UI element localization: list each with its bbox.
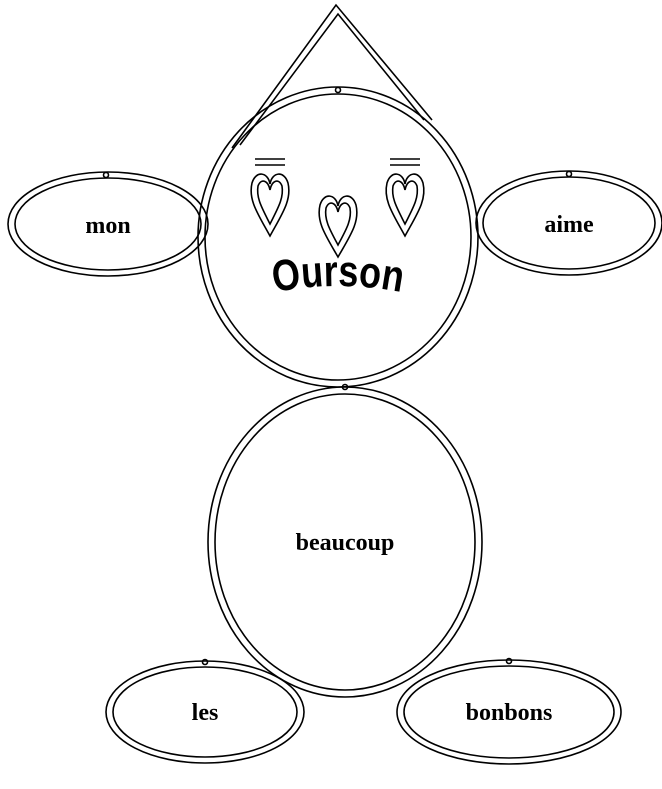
body-label: beaucoup <box>296 530 395 556</box>
head <box>197 86 479 388</box>
right-eye-heart-icon <box>385 158 425 238</box>
right-arm-label: aime <box>544 212 594 238</box>
hanging-string <box>231 3 433 149</box>
left-arm-label: mon <box>85 213 130 239</box>
right-foot: bonbons <box>396 657 622 765</box>
left-arm: mon <box>7 171 209 277</box>
left-eye-heart-icon <box>250 158 290 238</box>
right-foot-label: bonbons <box>466 700 553 726</box>
body: beaucoup <box>207 383 483 698</box>
left-foot-label: les <box>192 700 219 726</box>
left-foot: les <box>105 658 305 764</box>
right-arm: aime <box>475 170 662 276</box>
nose-heart-icon <box>318 195 358 259</box>
